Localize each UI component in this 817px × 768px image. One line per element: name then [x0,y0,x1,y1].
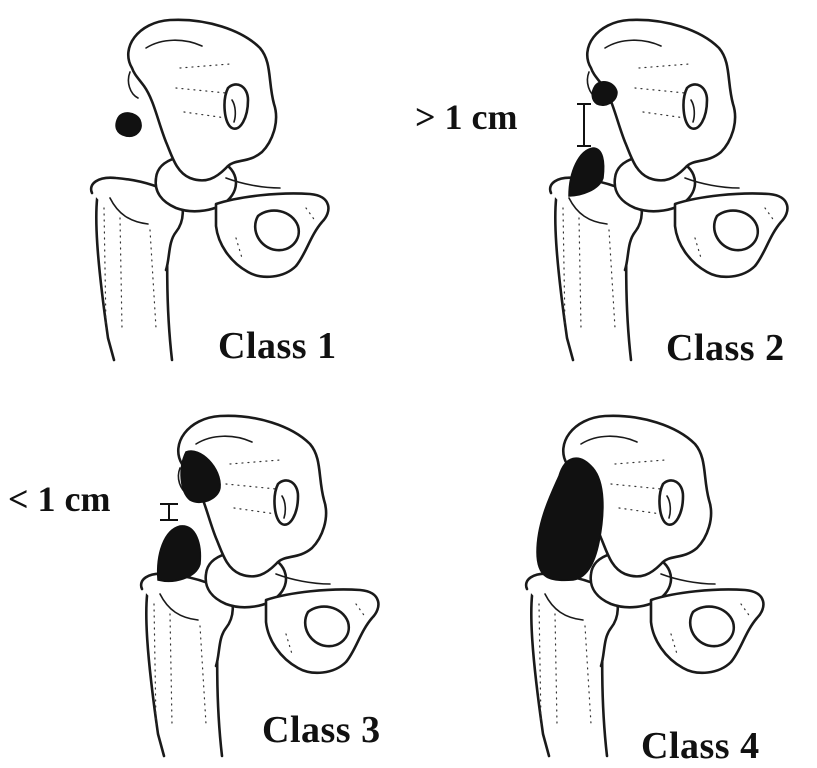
class-2-label: Class 2 [666,326,785,370]
gap-bracket [160,504,178,520]
class-1-label: Class 1 [218,324,337,368]
hip-diagram-class-4 [409,382,817,764]
class-3-label: Class 3 [262,708,381,752]
gap-bracket [577,104,591,146]
hip-diagram-class-1 [0,0,408,382]
gap-measure-label: < 1 cm [8,478,110,520]
gap-measure-label: > 1 cm [415,96,517,138]
hip-diagram-class-3 [0,382,408,764]
panel-class-3: < 1 cm Class 3 [0,382,408,764]
ossification-upper [592,82,617,106]
ossification-lower [158,526,201,581]
panel-class-2: > 1 cm Class 2 [409,0,817,382]
hip-diagram-class-2 [409,0,817,382]
ossification-bridge [537,458,603,580]
ossification-fleck [116,113,141,136]
panel-class-1: Class 1 [0,0,408,382]
panel-class-4: Class 4 [409,382,817,764]
class-4-label: Class 4 [641,724,760,768]
